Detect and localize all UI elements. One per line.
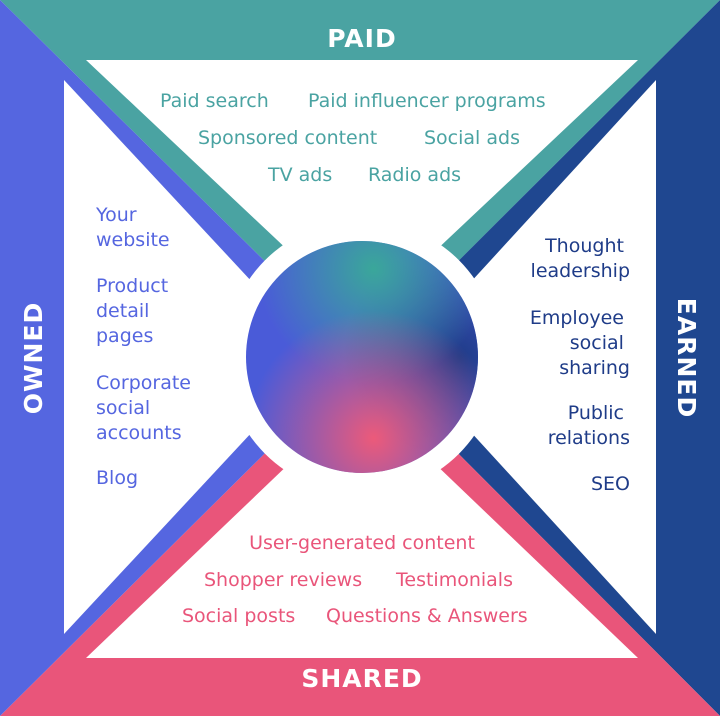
owned-item: Corporate social accounts [96, 372, 197, 444]
paid-item: Paid influencer programs [308, 90, 546, 112]
shared-item: User-generated content [249, 532, 475, 554]
earned-item: Employee social sharing [530, 307, 630, 379]
paid-item: TV ads [267, 164, 332, 186]
paid-item: Paid search [160, 90, 269, 112]
paid-item: Sponsored content [198, 127, 377, 149]
shared-item: Questions & Answers [326, 605, 528, 627]
shared-item: Testimonials [395, 569, 513, 591]
earned-item: Thought leadership [531, 235, 630, 282]
paid-item: Social ads [424, 127, 520, 149]
paid-items: Paid search Paid influencer programs Spo… [160, 90, 546, 186]
earned-item: SEO [591, 473, 630, 495]
shared-item: Social posts [182, 605, 295, 627]
owned-panel [64, 80, 322, 634]
owned-item: Blog [96, 467, 138, 489]
shared-item: Shopper reviews [204, 569, 362, 591]
owned-title: OWNED [19, 302, 48, 415]
paid-title: PAID [327, 24, 396, 53]
shared-items: User-generated content Shopper reviews T… [182, 532, 528, 627]
earned-items: Thought leadership Employee social shari… [530, 235, 630, 495]
center-orb [246, 241, 478, 473]
shared-panel [86, 394, 638, 658]
shared-title: SHARED [301, 664, 422, 693]
earned-item: Public relations [548, 402, 630, 449]
earned-title: EARNED [672, 298, 701, 418]
paid-item: Radio ads [368, 164, 461, 186]
owned-item: Product detail pages [96, 275, 174, 347]
earned-panel [402, 80, 656, 634]
paid-panel [86, 60, 638, 320]
owned-item: Your website [95, 204, 170, 251]
owned-items: Your website Product detail pages Corpor… [95, 204, 197, 489]
